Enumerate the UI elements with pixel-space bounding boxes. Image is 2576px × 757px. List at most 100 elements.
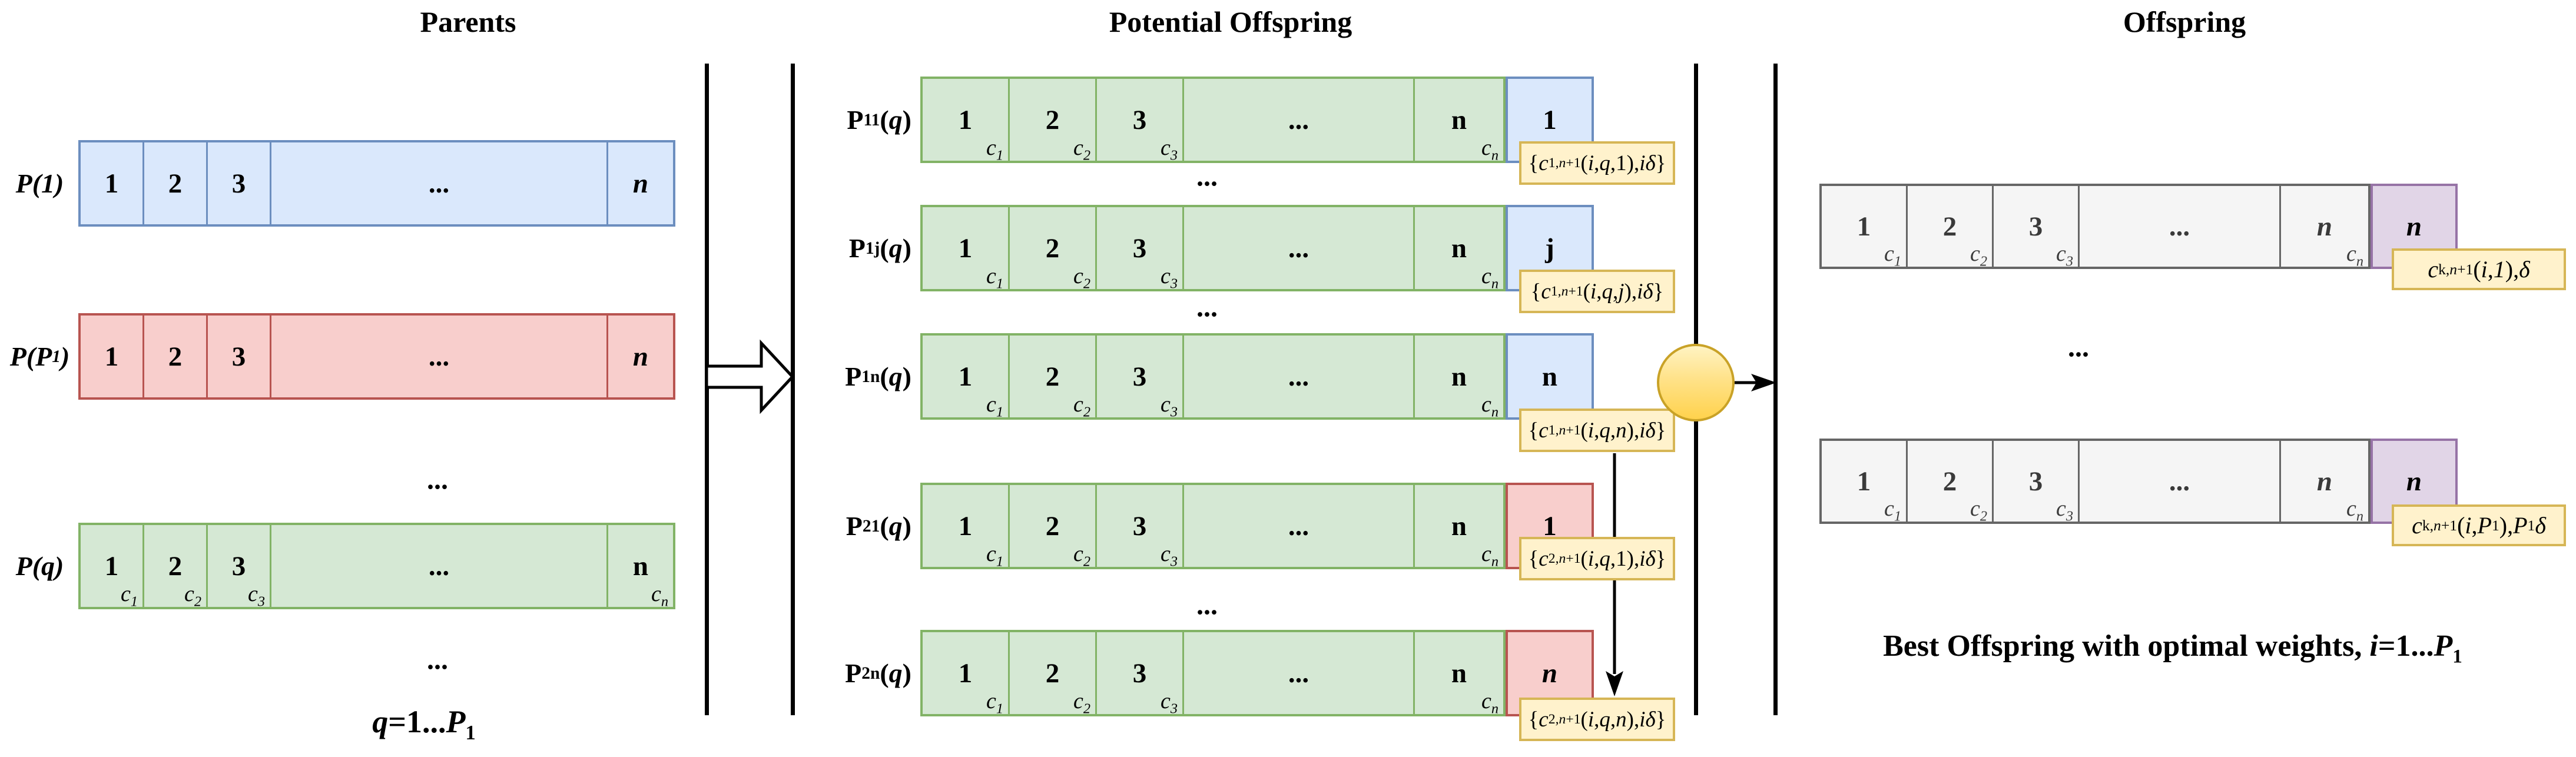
- offspring-title: Offspring: [2123, 5, 2246, 38]
- ellipsis: ...: [427, 644, 448, 676]
- coef: c3: [1160, 542, 1178, 570]
- ellipsis: ...: [1196, 161, 1218, 192]
- right-arrow-icon: [1735, 374, 1776, 391]
- coef: c1: [986, 542, 1003, 570]
- coef: cn: [1481, 392, 1498, 420]
- coef: c3: [2056, 241, 2073, 270]
- coef: c2: [1073, 689, 1090, 717]
- parent-row-1-label: P(1): [15, 168, 64, 198]
- cell: ...: [1184, 336, 1415, 417]
- cell: n: [608, 142, 673, 224]
- selection-node-icon: [1657, 344, 1735, 421]
- cell: n: [608, 316, 673, 397]
- cell: ...: [1184, 207, 1415, 289]
- coef: c3: [1160, 264, 1178, 292]
- cell: 2: [144, 316, 208, 397]
- block-arrow-icon: [705, 339, 795, 414]
- coef: cn: [651, 582, 668, 610]
- cell: 2: [144, 142, 208, 224]
- parent-row-q-label: P(q): [15, 551, 64, 581]
- coef: c1: [986, 689, 1003, 717]
- cell: 3: [208, 316, 271, 397]
- cell: ...: [271, 142, 608, 224]
- coef: c1: [1884, 496, 1901, 524]
- coef: c2: [184, 582, 201, 610]
- coef: c2: [1073, 264, 1090, 292]
- offspring-row-1-new-gene: n: [2371, 184, 2458, 269]
- cell: 1: [81, 142, 144, 224]
- coef: cn: [2346, 241, 2363, 270]
- coef: cn: [1481, 135, 1498, 164]
- ellipsis: ...: [427, 464, 448, 496]
- cell: ...: [2080, 441, 2281, 522]
- ellipsis: ...: [1196, 589, 1218, 621]
- coef: c3: [1160, 689, 1178, 717]
- coef: c2: [1073, 542, 1090, 570]
- cell: ...: [271, 525, 608, 607]
- coef: c2: [1073, 135, 1090, 164]
- coef: c2: [1970, 496, 1987, 524]
- best-offspring-caption: Best Offspring with optimal weights, i=1…: [1883, 629, 2462, 668]
- cell: 3: [208, 142, 271, 224]
- parent-row-1: 1 2 3 ... n: [78, 140, 675, 227]
- coef: cn: [2346, 496, 2363, 524]
- mid-row-3-new-gene: n: [1506, 333, 1594, 420]
- cell: ...: [271, 316, 608, 397]
- coef: c3: [1160, 392, 1178, 420]
- coef: c3: [1160, 135, 1178, 164]
- coef: c3: [247, 582, 265, 610]
- separator-line-4: [1773, 64, 1778, 715]
- coef: c3: [2056, 496, 2073, 524]
- cell: ...: [2080, 186, 2281, 267]
- parents-title: Parents: [420, 5, 516, 38]
- separator-line-2: [791, 64, 795, 715]
- coef: cn: [1481, 689, 1498, 717]
- potential-offspring-title: Potential Offspring: [1109, 5, 1352, 38]
- ellipsis: ...: [2068, 331, 2089, 363]
